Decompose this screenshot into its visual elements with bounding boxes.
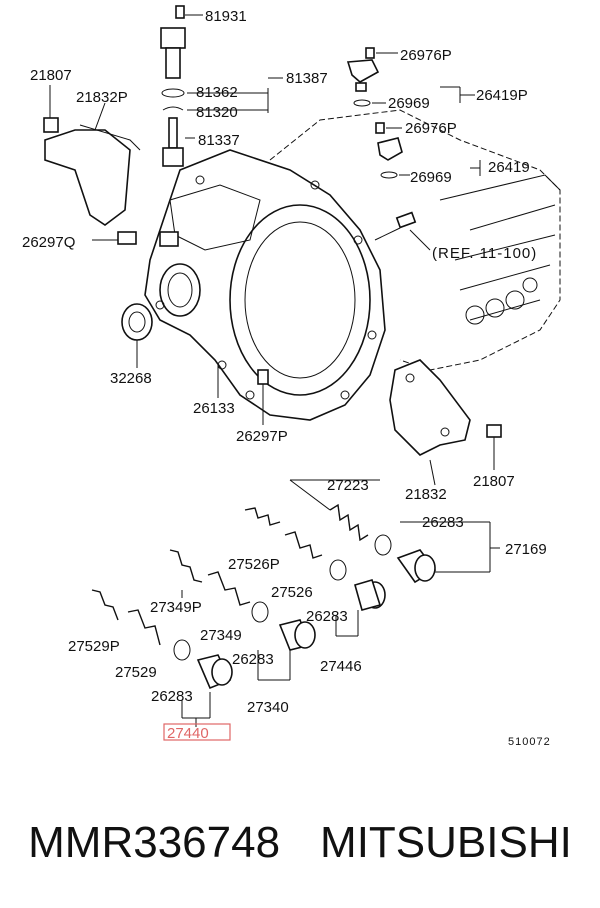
label-27446: 27446 [320,658,362,675]
label-21807-bottom: 21807 [473,473,515,490]
part-labels: 81931 81387 81362 81320 81337 21807 2183… [22,8,551,748]
label-81320: 81320 [196,104,238,121]
label-81362: 81362 [196,84,238,101]
label-26419P: 26419P [476,87,528,104]
label-21832: 21832 [405,486,447,503]
part-number: MMR336748 [28,818,281,867]
label-27169: 27169 [505,541,547,558]
label-27526P: 27526P [228,556,280,573]
solenoid-group [346,47,481,251]
parts-diagram: 81931 81387 81362 81320 81337 21807 2183… [22,5,561,748]
label-27529P: 27529P [68,638,120,655]
label-27223: 27223 [327,477,369,494]
label-26419: 26419 [488,159,530,176]
brand-name: MITSUBISHI [320,818,572,867]
label-21807-top: 21807 [30,67,72,84]
label-27526: 27526 [271,584,313,601]
label-27349: 27349 [200,627,242,644]
label-26297P: 26297P [236,428,288,445]
diagram-code: 510072 [508,736,551,748]
bracket-21832 [389,359,502,486]
label-26283-right: 26283 [422,514,464,531]
label-27529: 27529 [115,664,157,681]
label-21832P: 21832P [76,89,128,106]
label-ref: (REF. 11-100) [432,245,537,262]
oil-seal-32268 [121,303,269,425]
label-27440: 27440 [167,725,209,742]
label-26297Q: 26297Q [22,234,75,251]
label-81387: 81387 [286,70,328,87]
valve-springs-group [91,479,500,727]
speed-sensor-assembly [160,5,283,167]
label-81337: 81337 [198,132,240,149]
caption: MMR336748 MITSUBISHI [0,808,600,878]
label-26969-top: 26969 [388,95,430,112]
label-26976P-top: 26976P [400,47,452,64]
label-26283-upper: 26283 [306,608,348,625]
highlight-box-27440 [163,723,231,741]
label-26976P-mid: 26976P [405,120,457,137]
label-32268: 32268 [110,370,152,387]
label-26283-lower: 26283 [151,688,193,705]
label-27340: 27340 [247,699,289,716]
label-81931: 81931 [205,8,247,25]
label-26283-mid: 26283 [232,651,274,668]
transmission-case [144,109,561,421]
label-26969-mid: 26969 [410,169,452,186]
bracket-21832P [43,85,141,245]
label-26133: 26133 [193,400,235,417]
label-27349P: 27349P [150,599,202,616]
